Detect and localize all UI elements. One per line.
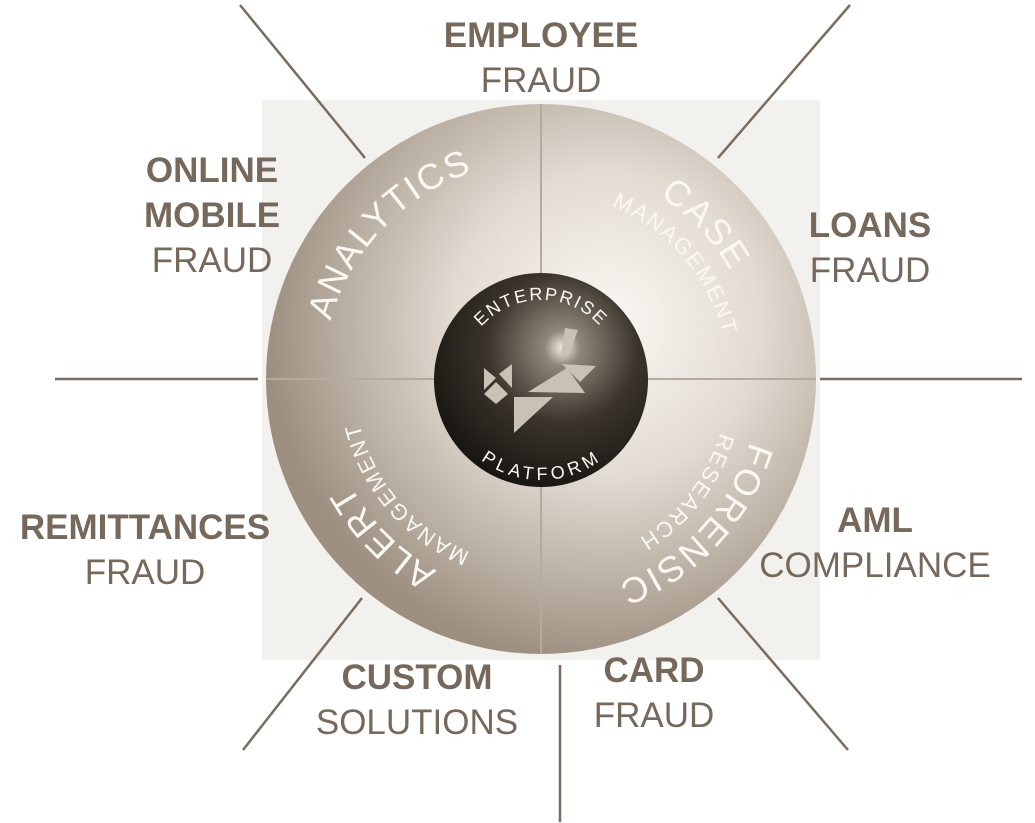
- spoke-line: [242, 597, 363, 751]
- spoke-line: [717, 4, 851, 159]
- spoke-line: [717, 597, 849, 751]
- center-sphere: [434, 273, 648, 487]
- spoke-line: [239, 4, 366, 159]
- spokes: [55, 4, 1022, 822]
- tangram-logo-icon: [484, 328, 596, 433]
